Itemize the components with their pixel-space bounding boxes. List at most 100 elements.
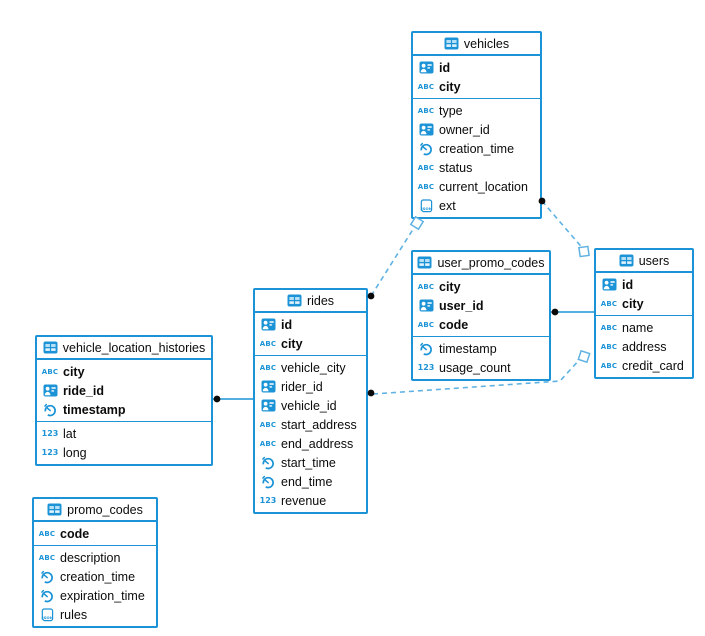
column-name: city xyxy=(63,364,85,379)
table-grid-icon xyxy=(417,256,432,269)
id-card-icon xyxy=(259,399,277,412)
column-vehicle_location_histories-timestamp[interactable]: timestamp xyxy=(37,400,211,419)
table-header[interactable]: vehicle_location_histories xyxy=(37,337,211,360)
column-vehicle_location_histories-long[interactable]: 123 long xyxy=(37,443,211,462)
table-header[interactable]: promo_codes xyxy=(34,499,156,522)
abc-text-icon: ABC xyxy=(417,106,435,115)
column-name: rider_id xyxy=(281,379,323,394)
column-rides-rider_id[interactable]: rider_id xyxy=(255,377,366,396)
relation-square-users-left xyxy=(577,349,591,364)
id-card-icon xyxy=(417,61,435,74)
column-user_promo_codes-timestamp[interactable]: timestamp xyxy=(413,339,549,358)
table-header[interactable]: rides xyxy=(255,290,366,313)
abc-text-icon: ABC xyxy=(600,361,618,370)
column-name: vehicle_city xyxy=(281,360,346,375)
table-grid-icon xyxy=(444,37,459,50)
column-name: ext xyxy=(439,198,456,213)
svg-text:JSON: JSON xyxy=(420,206,432,211)
column-vehicles-ext[interactable]: JSON ext xyxy=(413,196,540,215)
id-card-icon xyxy=(417,299,435,312)
abc-text-icon: ABC xyxy=(259,363,277,372)
columns-section: ABC description creation_time expiration_ti… xyxy=(34,545,156,626)
column-name: ride_id xyxy=(63,383,104,398)
table-header[interactable]: users xyxy=(596,250,692,273)
svg-text:JSON: JSON xyxy=(41,615,53,620)
column-name: end_time xyxy=(281,474,333,489)
column-user_promo_codes-user_id[interactable]: user_id xyxy=(413,296,549,315)
abc-text-icon: ABC xyxy=(417,282,435,291)
column-name: id xyxy=(439,60,451,75)
column-name: code xyxy=(439,317,469,332)
abc-text-icon: ABC xyxy=(38,553,56,562)
123-numeric-icon: 123 xyxy=(41,448,59,457)
column-promo_codes-description[interactable]: ABC description xyxy=(34,548,156,567)
table-header[interactable]: vehicles xyxy=(413,33,540,56)
column-vehicles-owner_id[interactable]: owner_id xyxy=(413,120,540,139)
column-promo_codes-creation_time[interactable]: creation_time xyxy=(34,567,156,586)
relation-line-vehicles-users xyxy=(541,200,586,252)
column-rides-start_time[interactable]: start_time xyxy=(255,453,366,472)
column-vehicle_location_histories-ride_id[interactable]: ride_id xyxy=(37,381,211,400)
column-name: long xyxy=(63,445,87,460)
abc-text-icon: ABC xyxy=(600,299,618,308)
table-header[interactable]: user_promo_codes xyxy=(413,252,549,275)
relation-dot-rides-right xyxy=(367,389,375,397)
column-name: rules xyxy=(60,607,88,622)
column-promo_codes-expiration_time[interactable]: expiration_time xyxy=(34,586,156,605)
column-name: address xyxy=(622,339,667,354)
column-name: user_id xyxy=(439,298,484,313)
table-grid-icon xyxy=(619,254,634,267)
column-name: description xyxy=(60,550,121,565)
abc-text-icon: ABC xyxy=(417,182,435,191)
column-rides-vehicle_id[interactable]: vehicle_id xyxy=(255,396,366,415)
column-name: expiration_time xyxy=(60,588,145,603)
column-rides-id[interactable]: id xyxy=(255,315,366,334)
column-name: lat xyxy=(63,426,77,441)
column-name: vehicle_id xyxy=(281,398,337,413)
123-numeric-icon: 123 xyxy=(259,496,277,505)
column-rides-end_time[interactable]: end_time xyxy=(255,472,366,491)
column-vehicles-id[interactable]: id xyxy=(413,58,540,77)
clock-icon xyxy=(259,456,277,470)
column-name: city xyxy=(439,79,461,94)
column-rides-vehicle_city[interactable]: ABC vehicle_city xyxy=(255,358,366,377)
relation-square-users-top xyxy=(578,245,590,258)
column-users-id[interactable]: id xyxy=(596,275,692,294)
column-vehicles-creation_time[interactable]: creation_time xyxy=(413,139,540,158)
clock-icon xyxy=(38,570,56,584)
table-title: vehicles xyxy=(463,36,510,51)
column-name: creation_time xyxy=(439,141,515,156)
column-promo_codes-rules[interactable]: JSON rules xyxy=(34,605,156,624)
abc-text-icon: ABC xyxy=(259,439,277,448)
